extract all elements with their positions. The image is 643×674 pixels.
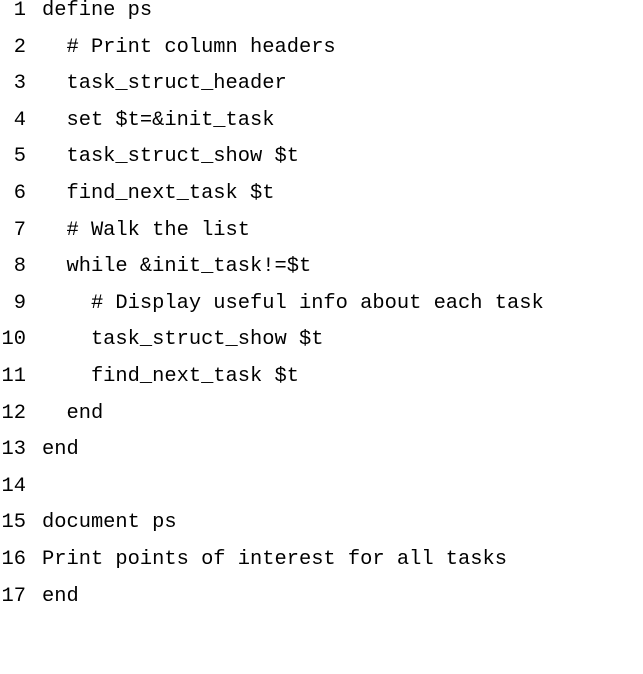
line-text: end: [42, 584, 79, 608]
line-number: 13: [1, 438, 26, 462]
line-number: 2: [13, 35, 26, 59]
code-line: 8 while &init_task!=$t: [0, 256, 643, 293]
line-number: 15: [1, 511, 26, 535]
line-number: 8: [13, 255, 26, 279]
line-text: set $t=&init_task: [42, 108, 275, 132]
code-line: 17 end: [0, 584, 643, 623]
code-line: 5 task_struct_show $t: [0, 146, 643, 183]
line-number: 11: [1, 364, 26, 388]
code-line: 11 find_next_task $t: [0, 364, 643, 403]
line-text: task_struct_show $t: [42, 145, 299, 169]
code-line: 12 end: [0, 401, 643, 440]
line-number: 10: [1, 328, 26, 352]
code-line: 9 # Display useful info about each task: [0, 291, 643, 330]
line-text: Print points of interest for all tasks: [42, 547, 507, 571]
line-number: 16: [1, 547, 26, 571]
line-text: define ps: [42, 0, 153, 22]
code-line: 16 Print points of interest for all task…: [0, 547, 643, 586]
line-number: 17: [1, 584, 26, 608]
line-text: end: [42, 401, 104, 425]
line-text: find_next_task $t: [42, 181, 275, 205]
line-text: document ps: [42, 511, 177, 535]
code-line: 15 document ps: [0, 512, 643, 549]
line-text: end: [42, 438, 79, 462]
code-line: 2 # Print column headers: [0, 35, 643, 74]
line-text: while &init_task!=$t: [42, 255, 312, 279]
code-line: 3 task_struct_header: [0, 73, 643, 110]
line-text: # Print column headers: [42, 35, 336, 59]
line-text: # Walk the list: [42, 218, 251, 242]
line-text: task_struct_header: [42, 72, 287, 96]
code-line: 6 find_next_task $t: [0, 181, 643, 220]
line-number: 5: [13, 145, 26, 169]
line-number: 9: [13, 291, 26, 315]
code-line: 10 task_struct_show $t: [0, 329, 643, 366]
code-line: 14: [0, 474, 643, 513]
code-line: 4 set $t=&init_task: [0, 108, 643, 147]
line-number: 7: [13, 218, 26, 242]
code-line: 1 define ps: [0, 0, 643, 37]
line-text: # Display useful info about each task: [42, 291, 544, 315]
line-number: 3: [13, 72, 26, 96]
code-line: 13 end: [0, 439, 643, 476]
code-listing: 1 define ps 2 # Print column headers 3 t…: [0, 0, 643, 623]
line-text: find_next_task $t: [42, 364, 299, 388]
line-number: 14: [1, 474, 26, 498]
line-number: 4: [13, 108, 26, 132]
line-text: task_struct_show $t: [42, 328, 324, 352]
line-number: 1: [13, 0, 26, 22]
line-number: 12: [1, 401, 26, 425]
code-line: 7 # Walk the list: [0, 218, 643, 257]
line-number: 6: [13, 181, 26, 205]
